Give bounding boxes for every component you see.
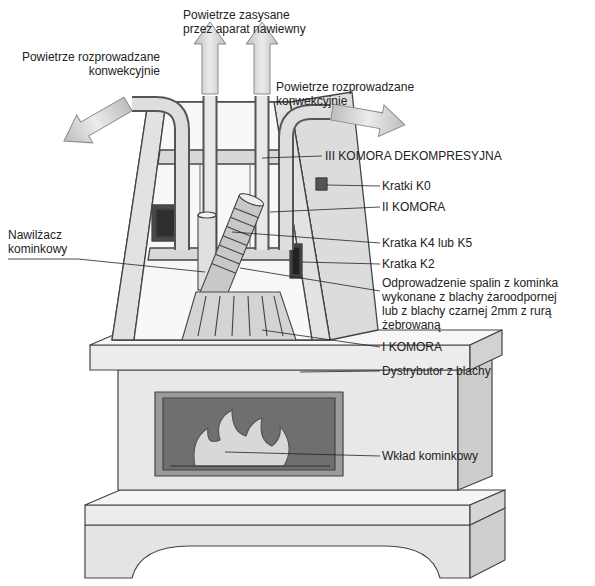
pedestal bbox=[85, 490, 505, 578]
callout-label: Kratka K2 bbox=[382, 257, 582, 271]
callout-label: Odprowadzenie spalin z kominka wykonane … bbox=[382, 276, 568, 332]
callout-label: Kratki K0 bbox=[382, 179, 582, 193]
callout-label: III KOMORA DEKOMPRESYJNA bbox=[325, 149, 585, 163]
callout-label: Kratka K4 lub K5 bbox=[382, 236, 582, 250]
callout-label: Wkład kominkowy bbox=[382, 449, 582, 463]
hood bbox=[112, 92, 378, 340]
callout-label: Dystrybutor z blachy bbox=[382, 364, 582, 378]
callout-label: Powietrze rozprowadzane konwekcyjnie bbox=[8, 50, 160, 78]
callout-label: I KOMORA bbox=[382, 340, 582, 354]
callout-label: Powietrze zasysane przez aparat nawiewny bbox=[183, 8, 313, 36]
callout-label: Powietrze rozprowadzane konwekcyjnie bbox=[276, 80, 428, 108]
flue-pipe bbox=[198, 191, 265, 306]
callout-label: II KOMORA bbox=[382, 200, 582, 214]
callout-label: Nawilżacz kominkowy bbox=[8, 228, 80, 256]
leader-lines bbox=[8, 156, 380, 456]
